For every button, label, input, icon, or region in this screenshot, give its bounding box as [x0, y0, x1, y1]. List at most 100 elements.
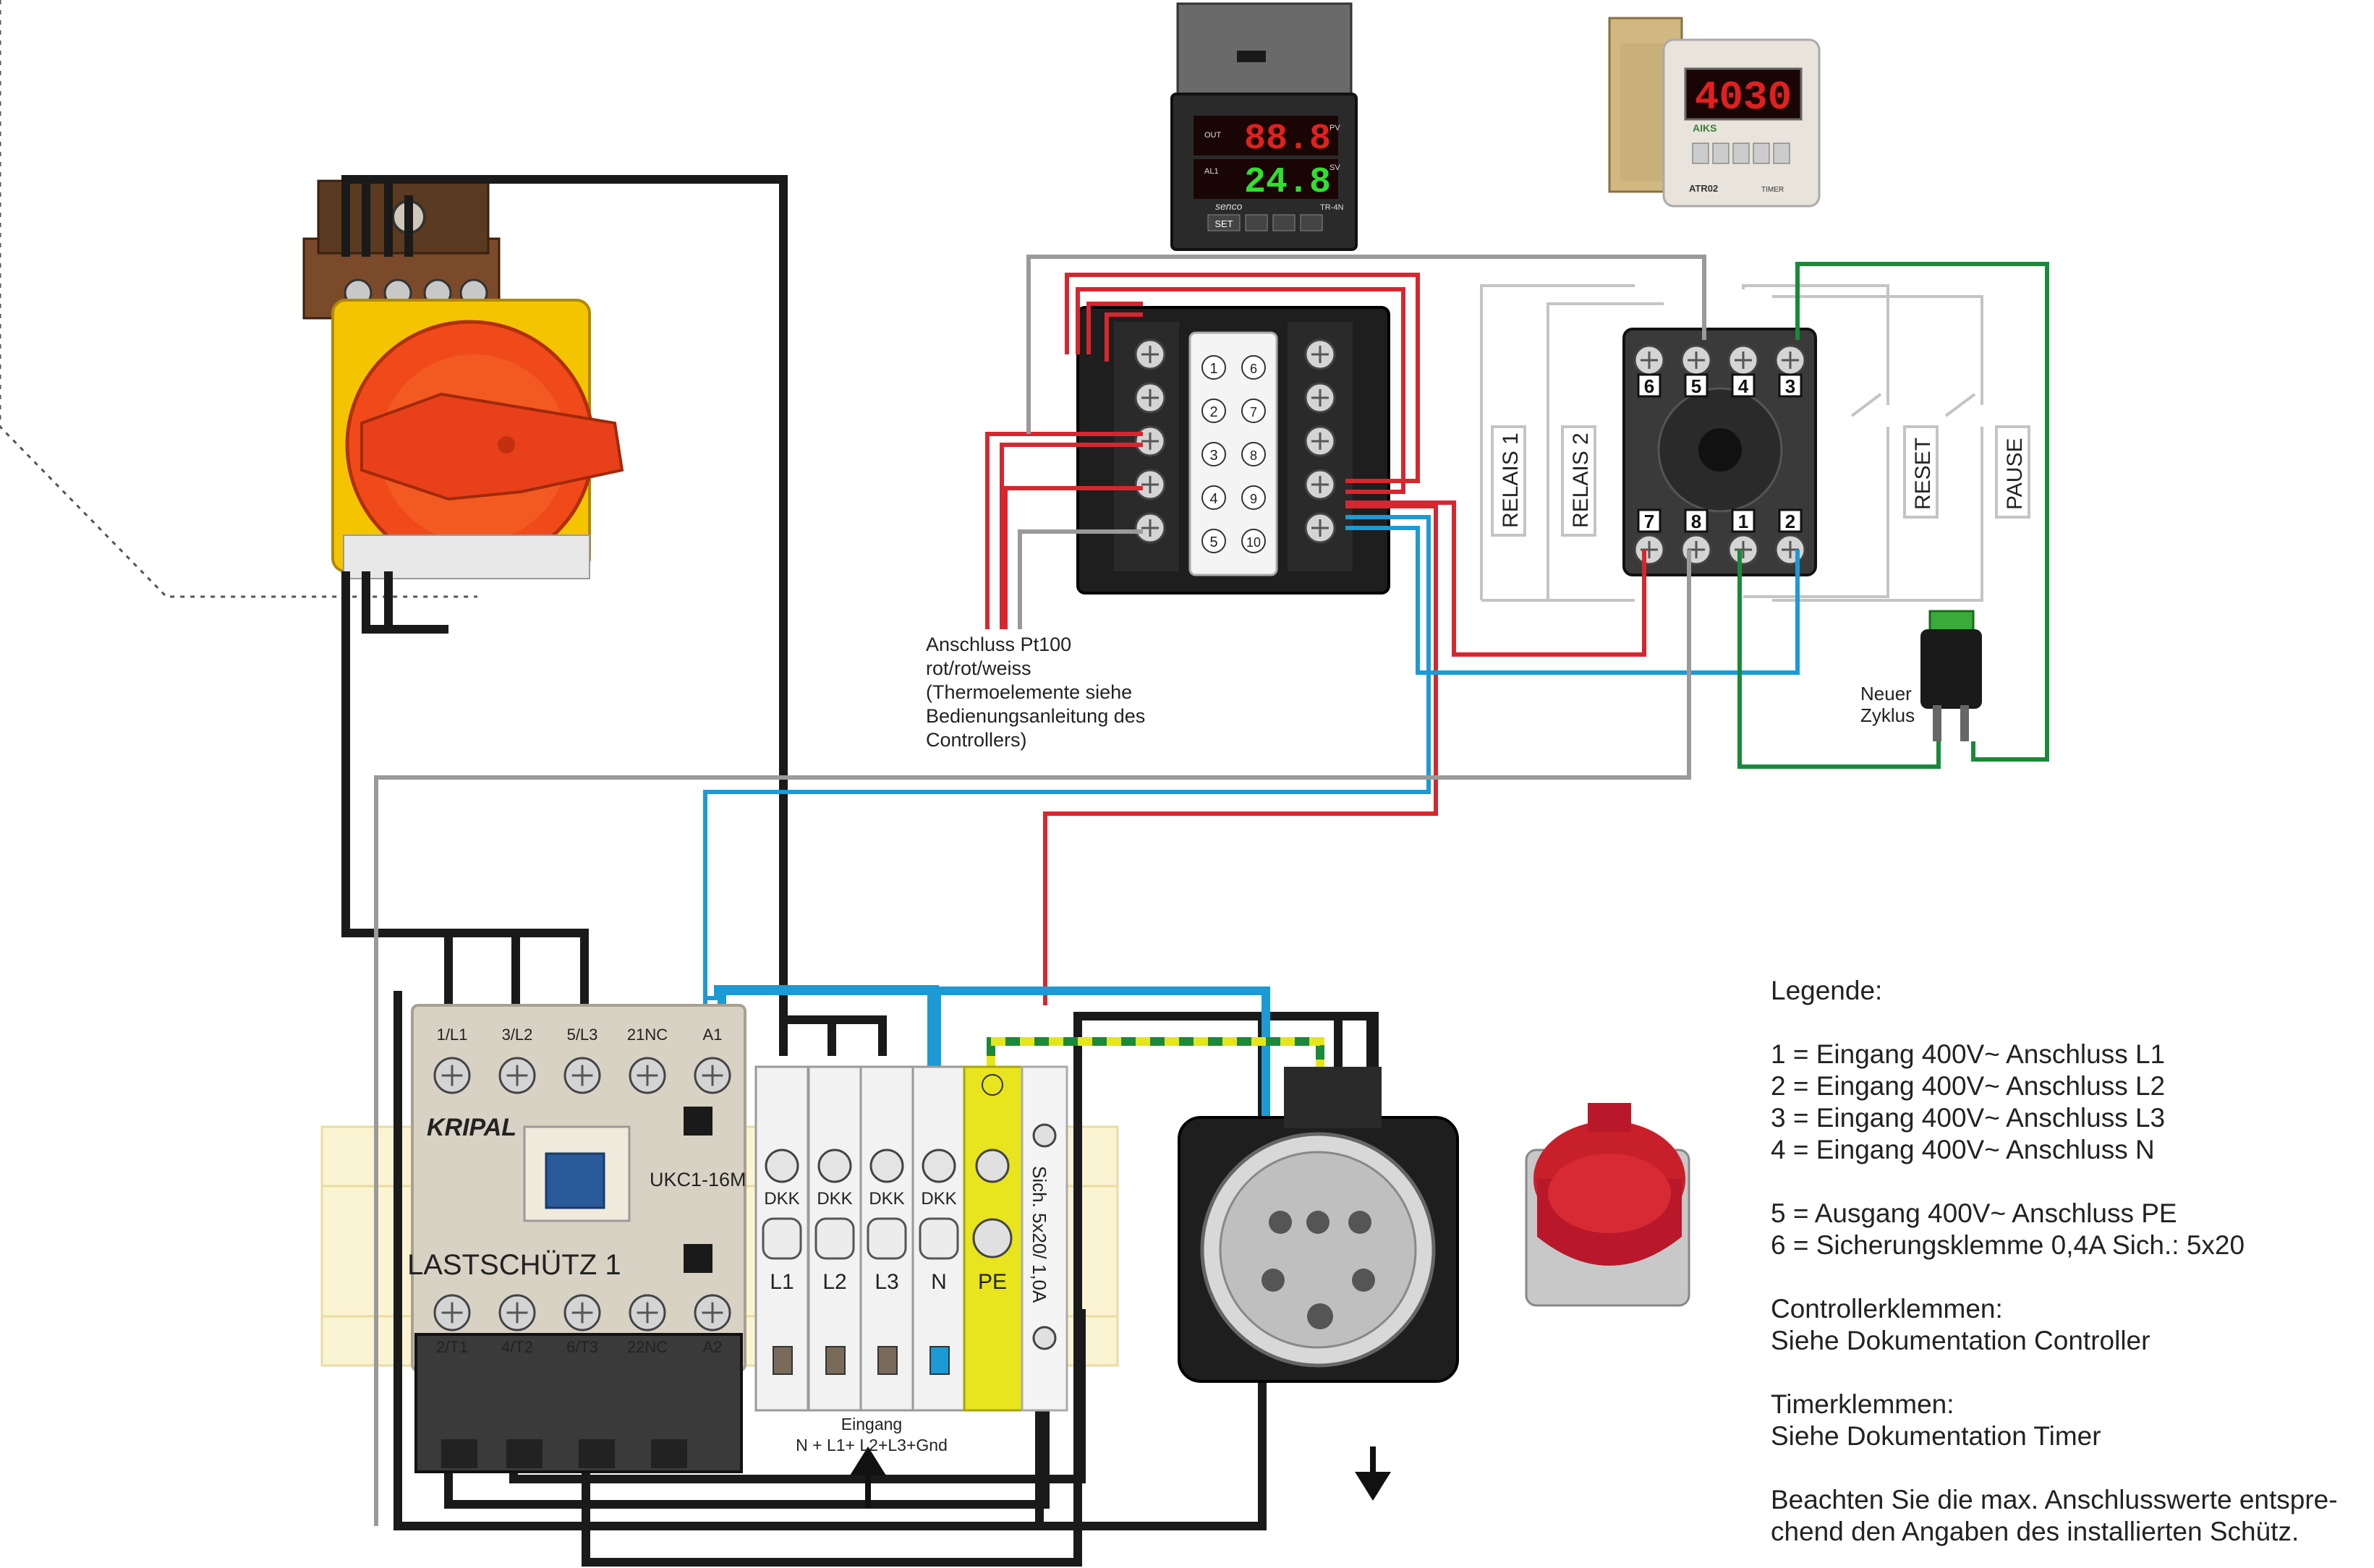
legend-item: 4 = Eingang 400V~ Anschluss N	[1771, 1135, 2155, 1164]
temperature-controller: 88.8 24.8 OUT AL1 PV SV senco TR-4N SET	[1170, 2, 1358, 251]
timer-pin-screw-6	[1633, 344, 1665, 376]
new-cycle-annotation: Neuer Zyklus	[1860, 683, 1915, 726]
contactor-bottom-terminal-label: 2/T1	[436, 1338, 468, 1356]
output-arrow-icon	[1355, 1446, 1391, 1501]
timer-pin-label-bottom: 8	[1691, 511, 1701, 532]
contactor-screw-22NC	[629, 1294, 666, 1331]
timer-pin-box	[1778, 508, 1803, 533]
pe-terminal	[963, 1065, 1024, 1412]
timer-device: 4030 AIKS ATR02 TIMER	[1608, 17, 1821, 208]
timer-relay-schematic	[1480, 284, 1983, 602]
schematic-label-boxes	[1491, 425, 2030, 537]
timer-pin-box	[1637, 373, 1662, 398]
contactor-bottom-terminal-label: 4/T2	[501, 1338, 533, 1356]
controller-screws-left	[1134, 338, 1166, 544]
contactor-screw-3/L2	[498, 1057, 536, 1094]
legend-item: 2 = Eingang 400V~ Anschluss L2	[1771, 1071, 2166, 1101]
terminal-block-bottom-label: N	[931, 1270, 947, 1294]
legend-spacer	[1771, 1452, 2364, 1484]
new-cycle-pushbutton	[1920, 610, 1982, 741]
new-cycle-line-2: Zyklus	[1860, 704, 1915, 726]
timer-pin-screw-1	[1727, 534, 1759, 566]
timer-model: ATR02	[1689, 183, 1718, 194]
timer-pin-label-bottom: 1	[1738, 511, 1748, 532]
timer-pin-screw-8	[1680, 534, 1712, 566]
terminal-block-bottom-label: L2	[822, 1270, 846, 1294]
controller-screws-right	[1304, 338, 1336, 544]
contactor-screw-A1	[694, 1057, 731, 1094]
timer-pin-box	[1684, 373, 1709, 398]
controller-display-pv: 88.8	[1244, 119, 1331, 160]
controller-set-button: SET	[1214, 218, 1233, 229]
timer-brand: AIKS	[1693, 122, 1716, 134]
timer-pin-label-bottom: 2	[1785, 511, 1795, 532]
controller-terminal-label-right: 9	[1250, 492, 1257, 506]
main-switch	[302, 179, 624, 579]
contactor-screw-1/L1	[433, 1057, 471, 1094]
terminal-block-top-label: DKK	[869, 1189, 904, 1209]
controller-terminal-label-right: 7	[1250, 405, 1257, 419]
timer-display: 4030	[1695, 74, 1792, 121]
contactor-top-terminal-label: 5/L3	[567, 1026, 598, 1044]
timer-pin-label-top: 4	[1738, 375, 1749, 397]
contactor-bottom-terminal-label: 6/T3	[566, 1338, 598, 1356]
terminal-block-top-label: DKK	[764, 1189, 799, 1209]
timer-dials	[1692, 142, 1790, 164]
controller-terminal-label-right: 6	[1250, 362, 1257, 376]
terminal-block-bottom-label: L3	[875, 1270, 898, 1294]
timer-pin-box	[1778, 373, 1803, 398]
fuse-terminal-label: Sich. 5x20/ 1,0A	[1029, 1166, 1050, 1303]
terminal-block-top-label: DKK	[921, 1189, 956, 1209]
controller-terminal-label-left: 1	[1209, 361, 1217, 377]
legend-item: 1 = Eingang 400V~ Anschluss L1	[1771, 1039, 2166, 1069]
terminal-block-top-label: DKK	[817, 1189, 852, 1209]
legend-item: Siehe Dokumentation Controller	[1771, 1326, 2150, 1355]
contactor-top-screws	[433, 1057, 731, 1094]
timer-pin-screw-7	[1633, 534, 1665, 566]
input-line-2: N + L1+ L2+L3+Gnd	[796, 1436, 948, 1454]
controller-screw-8	[1304, 425, 1336, 457]
timer-pin-box	[1731, 508, 1756, 533]
controller-brand: senco	[1215, 200, 1243, 212]
controller-label-sv: SV	[1329, 163, 1340, 172]
pause-label: PAUSE	[2003, 438, 2027, 510]
terminal-block-l2: DKK L2	[807, 1065, 862, 1412]
terminal-block-n: DKK N	[911, 1065, 966, 1412]
controller-terminal-label-left: 4	[1209, 491, 1217, 507]
main-switch-handle	[360, 392, 624, 501]
controller-screw-6	[1304, 338, 1336, 370]
wires-grey	[374, 255, 1706, 1526]
timer-pin-label-top: 3	[1785, 375, 1795, 397]
contactor-bottom-screws	[433, 1294, 731, 1331]
contactor-screw-A2	[694, 1294, 731, 1331]
terminal-block-l3: DKK L3	[859, 1065, 914, 1412]
controller-terminal-label-right: 10	[1246, 535, 1261, 550]
controller-screw-2	[1134, 382, 1166, 414]
timer-pin-screw-5	[1680, 344, 1712, 376]
legend-item: Siehe Dokumentation Timer	[1771, 1421, 2101, 1451]
legend-spacer	[1771, 1261, 2364, 1293]
wires-green	[1737, 262, 2049, 769]
controller-terminal-label-right: 8	[1250, 448, 1257, 463]
contactor-bottom-terminal-label: A2	[703, 1338, 723, 1356]
input-annotation: Eingang N + L1+ L2+L3+Gnd	[796, 1415, 948, 1454]
pt100-line-2: rot/rot/weiss	[926, 657, 1031, 679]
controller-label-out: OUT	[1204, 131, 1222, 140]
main-switch-screws	[344, 278, 488, 307]
contactor-model: UKC1-16M	[650, 1169, 746, 1190]
input-line-1: Eingang	[841, 1415, 902, 1433]
legend-spacer	[1771, 1166, 2364, 1198]
input-arrow-icon	[850, 1446, 886, 1508]
terminal-block-bottom-label: L1	[770, 1270, 794, 1294]
terminal-blocks: DKK L1 DKK L2 DKK L3 DKK N	[754, 1065, 966, 1412]
timer-pin-label-top: 6	[1644, 375, 1654, 397]
timer-pin-screw-2	[1774, 534, 1806, 566]
contactor-top-terminal-label: A1	[703, 1026, 723, 1044]
pt100-line-1: Anschluss Pt100	[926, 634, 1071, 655]
